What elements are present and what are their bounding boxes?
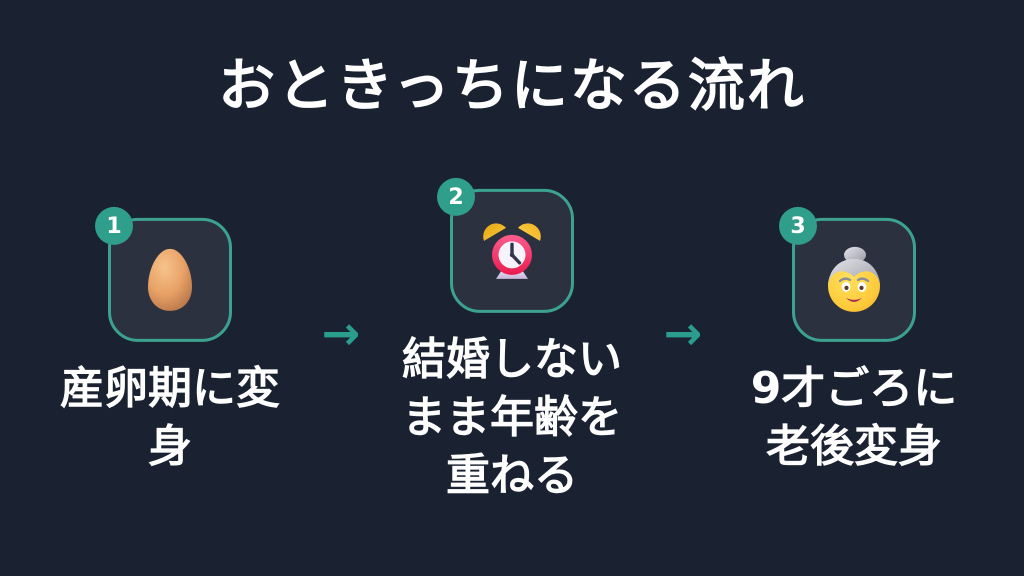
caption-line: 身 (148, 420, 192, 472)
step-1: 1 産卵期に変 身 (44, 206, 296, 476)
caption-line: 重ねる (446, 450, 578, 502)
step-1-number-badge: 1 (95, 206, 133, 245)
step-2-number-badge: 2 (437, 177, 475, 216)
step-3-card: 3 (779, 206, 916, 342)
egg-icon (145, 247, 195, 313)
caption-line: 9才ごろに (750, 362, 958, 414)
flow-diagram: 1 産卵期に変 身 (0, 177, 1024, 505)
step-2-card: 2 (437, 177, 574, 313)
step-1-caption: 産卵期に変 身 (60, 360, 280, 476)
alarm-clock-icon (478, 217, 546, 285)
caption-line: 結婚しない (402, 333, 622, 385)
step-1-card: 1 (95, 206, 232, 342)
page-title: おときっちになる流れ (218, 53, 806, 119)
step-3-number-badge: 3 (779, 206, 817, 245)
step-2-caption: 結婚しない まま年齢を 重ねる (402, 331, 622, 505)
caption-line: 老後変身 (766, 420, 942, 472)
right-arrow-icon: → (321, 305, 361, 360)
step-3: 3 (728, 206, 980, 476)
caption-line: まま年齢を (402, 391, 622, 443)
step-3-caption: 9才ごろに 老後変身 (751, 360, 958, 476)
step-2: 2 (386, 177, 638, 505)
old-woman-icon (819, 245, 889, 315)
caption-line: 産卵期に変 (60, 362, 280, 414)
right-arrow-icon: → (663, 305, 703, 360)
